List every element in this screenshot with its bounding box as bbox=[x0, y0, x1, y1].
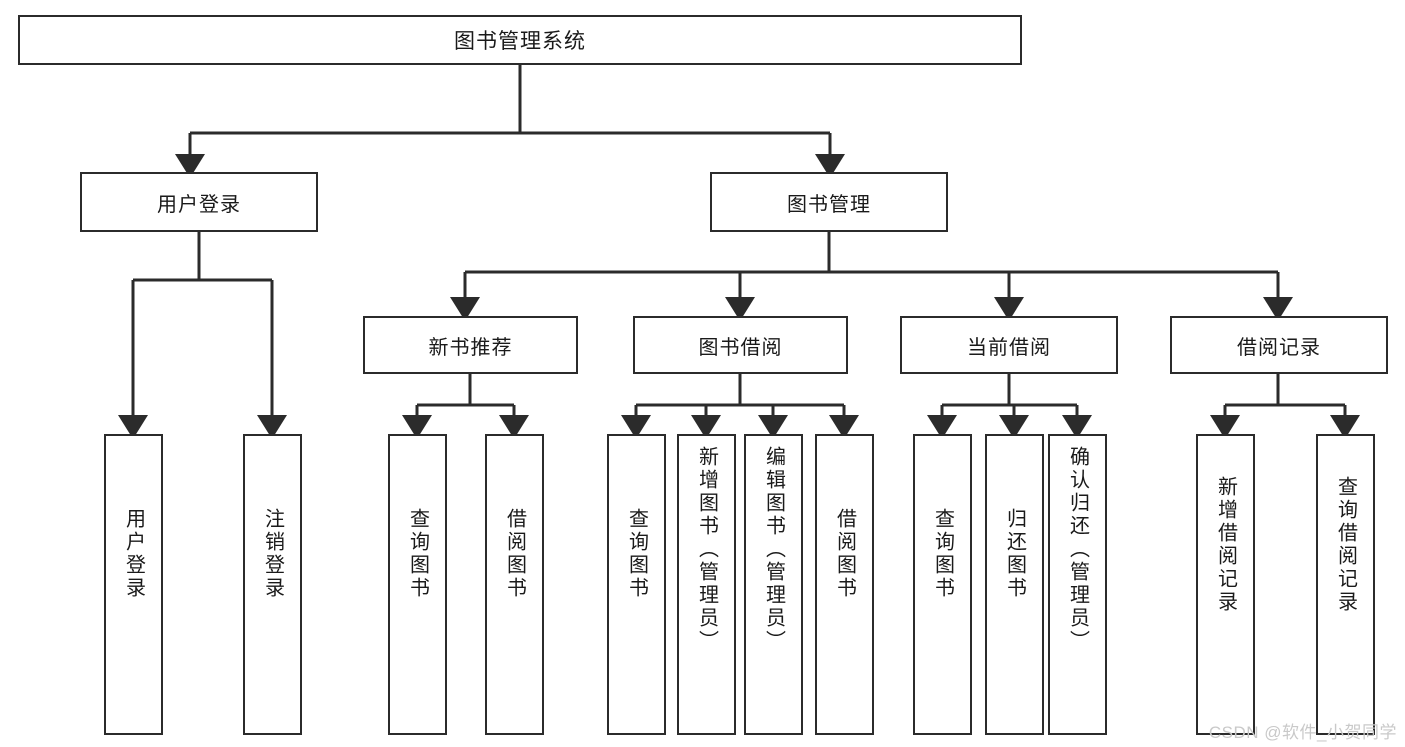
node-root-label: 图书管理系统 bbox=[454, 30, 586, 53]
leaf-return-book[interactable]: 归还图书 bbox=[985, 434, 1044, 735]
leaf-add-borrow-record-label: 新增借阅记录 bbox=[1214, 476, 1237, 614]
leaf-user-login[interactable]: 用户登录 bbox=[104, 434, 163, 735]
leaf-edit-book-admin[interactable]: 编辑图书（管理员） bbox=[744, 434, 803, 735]
leaf-borrow-book-newbook-label: 借阅图书 bbox=[503, 508, 526, 600]
leaf-query-book-newbook[interactable]: 查询图书 bbox=[388, 434, 447, 735]
leaf-confirm-return-admin-label: 确认归还（管理员） bbox=[1066, 446, 1089, 653]
node-current-borrow-label: 当前借阅 bbox=[967, 336, 1051, 359]
node-book-management-label: 图书管理 bbox=[787, 193, 871, 216]
node-user-login-label: 用户登录 bbox=[157, 193, 241, 216]
csdn-watermark: CSDN @软件_小贺同学 bbox=[1208, 723, 1397, 742]
leaf-query-borrow-record-label: 查询借阅记录 bbox=[1334, 476, 1357, 614]
leaf-borrow-book-borrow-label: 借阅图书 bbox=[833, 508, 856, 600]
leaf-logout[interactable]: 注销登录 bbox=[243, 434, 302, 735]
node-new-book-recommend-label: 新书推荐 bbox=[428, 336, 513, 359]
leaf-query-book-current[interactable]: 查询图书 bbox=[913, 434, 972, 735]
node-user-login[interactable]: 用户登录 bbox=[80, 172, 318, 232]
node-borrow-record-label: 借阅记录 bbox=[1237, 336, 1321, 359]
leaf-query-borrow-record[interactable]: 查询借阅记录 bbox=[1316, 434, 1375, 735]
leaf-add-book-admin-label: 新增图书（管理员） bbox=[695, 446, 718, 653]
leaf-logout-label: 注销登录 bbox=[261, 508, 284, 600]
node-book-borrow-label: 图书借阅 bbox=[698, 336, 783, 359]
leaf-add-book-admin[interactable]: 新增图书（管理员） bbox=[677, 434, 736, 735]
node-book-borrow[interactable]: 图书借阅 bbox=[633, 316, 848, 374]
leaf-query-book-newbook-label: 查询图书 bbox=[406, 508, 429, 600]
leaf-user-login-label: 用户登录 bbox=[122, 508, 145, 600]
leaf-query-book-borrow-label: 查询图书 bbox=[625, 508, 648, 600]
node-current-borrow[interactable]: 当前借阅 bbox=[900, 316, 1118, 374]
leaf-return-book-label: 归还图书 bbox=[1003, 508, 1026, 600]
leaf-borrow-book-borrow[interactable]: 借阅图书 bbox=[815, 434, 874, 735]
node-root[interactable]: 图书管理系统 bbox=[18, 15, 1022, 65]
node-new-book-recommend[interactable]: 新书推荐 bbox=[363, 316, 578, 374]
node-book-management[interactable]: 图书管理 bbox=[710, 172, 948, 232]
leaf-edit-book-admin-label: 编辑图书（管理员） bbox=[762, 446, 785, 653]
leaf-add-borrow-record[interactable]: 新增借阅记录 bbox=[1196, 434, 1255, 735]
leaf-query-book-current-label: 查询图书 bbox=[931, 508, 954, 600]
leaf-borrow-book-newbook[interactable]: 借阅图书 bbox=[485, 434, 544, 735]
leaf-confirm-return-admin[interactable]: 确认归还（管理员） bbox=[1048, 434, 1107, 735]
leaf-query-book-borrow[interactable]: 查询图书 bbox=[607, 434, 666, 735]
node-borrow-record[interactable]: 借阅记录 bbox=[1170, 316, 1388, 374]
